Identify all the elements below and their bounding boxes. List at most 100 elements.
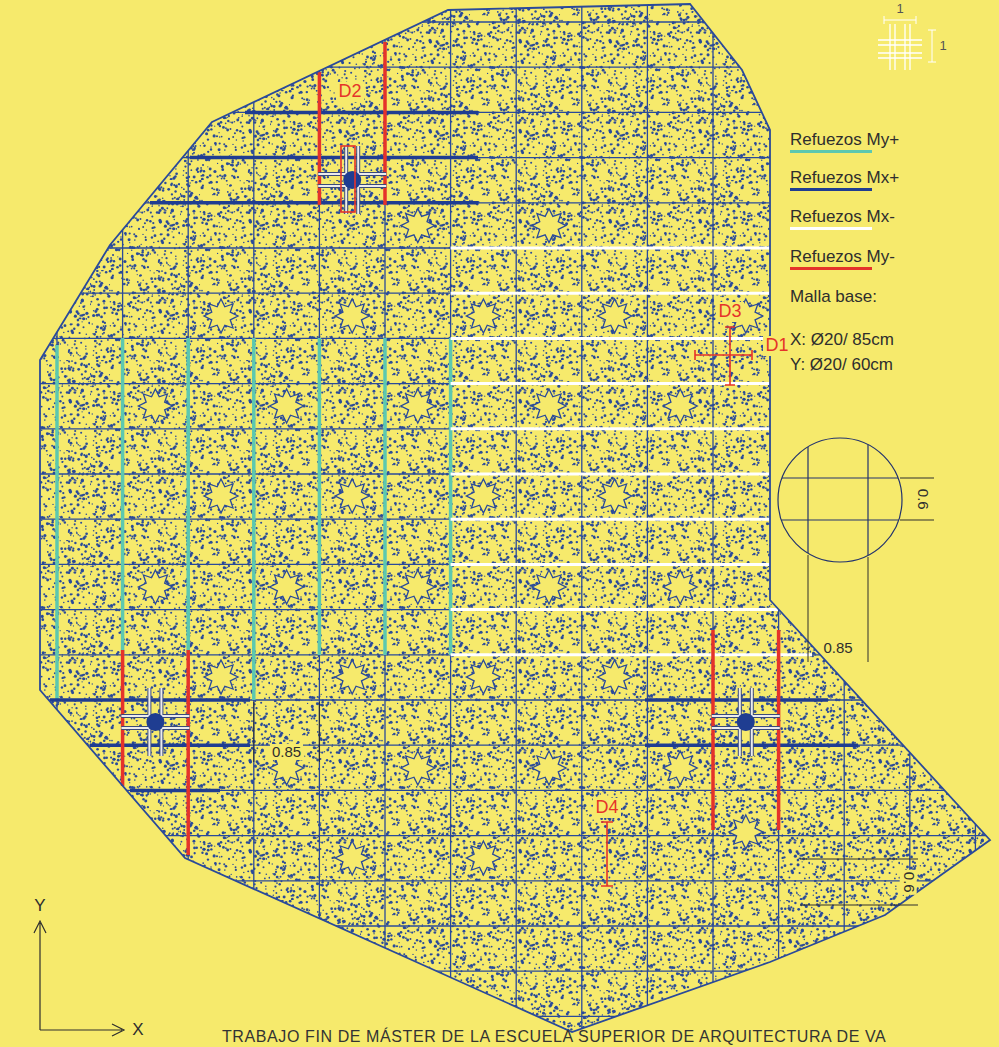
reinforcement-bar [121, 338, 125, 655]
reinforcement-bar [451, 473, 770, 476]
rebar-spec: X: Ø20/ 85cm [790, 331, 894, 350]
mesh-detail [781, 445, 898, 556]
base-mesh [0, 21, 999, 22]
star-opening [138, 209, 762, 875]
base-mesh [0, 157, 999, 158]
reinforcement-bar [451, 247, 770, 250]
mesh-detail [778, 438, 902, 562]
star-opening [598, 299, 632, 333]
reinforcement-bar [645, 698, 828, 702]
reinforcement-bar [449, 338, 453, 655]
star-opening [466, 660, 500, 694]
axis-label: X [132, 1021, 143, 1040]
column [146, 171, 754, 731]
star-opening [532, 751, 566, 785]
detail-tag: D1 [763, 336, 790, 356]
column-rebar [121, 146, 779, 756]
base-mesh [0, 609, 999, 610]
reinforcement-bar [383, 338, 387, 655]
reinforcement-bar [50, 42, 858, 855]
reinforcement-bar [451, 518, 770, 521]
star-opening [335, 660, 369, 694]
base-mesh [844, 0, 845, 1047]
legend-swatch [790, 267, 872, 270]
star-opening [532, 389, 566, 423]
base-mesh [0, 202, 999, 203]
star-opening [401, 751, 435, 785]
star-opening [401, 389, 435, 423]
mesh-symbol [884, 16, 936, 62]
reinforcement-bar [451, 382, 770, 385]
star-opening [138, 389, 172, 423]
mesh-detail [778, 438, 902, 562]
base-mesh [384, 0, 385, 1047]
detail-tag: D4 [593, 798, 620, 818]
legend-text: Refuezos My- [790, 248, 895, 267]
star-opening [466, 479, 500, 513]
legend-swatch [790, 150, 872, 153]
reinforcement-bar [186, 650, 190, 855]
dimension-number: 0.6 [914, 489, 931, 510]
legend-text: Refuezos Mx- [790, 208, 895, 227]
mesh-symbol [878, 16, 936, 70]
base-mesh [122, 0, 123, 1047]
legend-swatch [790, 227, 872, 230]
reinforcement-bar [451, 653, 812, 656]
detail-tag: D2 [336, 82, 363, 102]
star-opening [204, 299, 238, 333]
reinforcement-bar [451, 337, 770, 340]
star-opening [663, 389, 697, 423]
base-mesh [56, 0, 57, 1047]
dimension-number: 1 [939, 39, 946, 53]
base-mesh [0, 925, 999, 926]
reinforcement-bar [383, 42, 387, 205]
reinforcement-bar [186, 338, 190, 655]
star-opening [466, 299, 500, 333]
star-opening [335, 299, 369, 333]
star-opening [204, 660, 238, 694]
reinforcement-bar [252, 338, 256, 700]
detail-marker [341, 146, 752, 886]
base-mesh [0, 67, 999, 68]
reinforcement-bar [318, 338, 322, 655]
base-mesh [0, 473, 999, 474]
star-opening [532, 570, 566, 604]
dimension-number: 0.6 [900, 870, 917, 895]
dimension-line [254, 702, 320, 762]
reinforcement-bar [190, 156, 478, 160]
legend-swatch [790, 188, 872, 191]
star-opening [663, 751, 697, 785]
reinforcement-bar [451, 292, 770, 295]
reinforcement-bar [451, 608, 778, 611]
dimension-line [900, 478, 934, 520]
star-opening [401, 209, 435, 243]
axis-arrow [34, 921, 124, 1036]
legend-text: Refuezos Mx+ [790, 169, 899, 188]
star-opening [270, 389, 304, 423]
star-opening [335, 479, 369, 513]
column [737, 713, 755, 731]
base-mesh [0, 1016, 999, 1017]
legend-text: Refuezos My+ [790, 131, 899, 150]
axis-arrow [34, 921, 124, 1036]
star-opening [401, 570, 435, 604]
base-mesh [319, 0, 320, 1047]
rebar-spec: Y: Ø20/ 60cm [790, 356, 893, 375]
slab-outline [40, 4, 990, 1032]
detail-tag: D3 [716, 302, 743, 322]
star-opening [663, 570, 697, 604]
reinforcement-bar [150, 201, 478, 205]
reinforcement-bar [55, 345, 59, 700]
star-opening [532, 209, 566, 243]
base-mesh [0, 383, 999, 384]
base-mesh [0, 790, 999, 791]
reinforcement-bar [90, 743, 250, 747]
base-mesh [0, 971, 999, 972]
slab-outline [40, 4, 990, 1032]
base-mesh [0, 835, 999, 836]
dimension-line [254, 478, 934, 905]
star-opening [335, 841, 369, 875]
